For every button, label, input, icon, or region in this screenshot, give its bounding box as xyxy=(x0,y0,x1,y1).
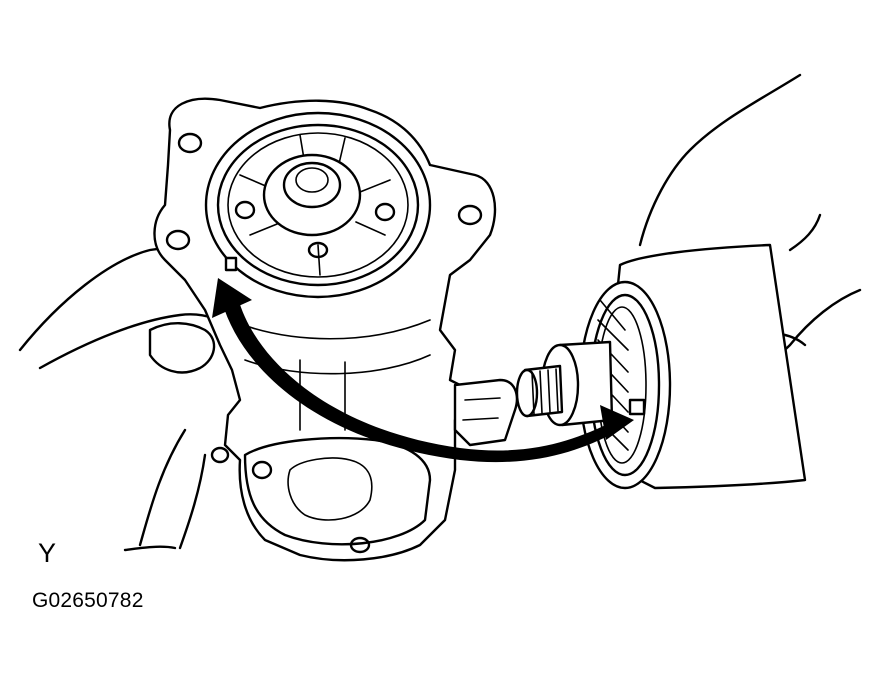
motor-yoke xyxy=(515,243,807,490)
drive-housing xyxy=(153,97,519,562)
alignment-arrow xyxy=(212,256,634,463)
figure-code: G02650782 xyxy=(32,589,144,612)
view-label: Y xyxy=(38,538,57,568)
